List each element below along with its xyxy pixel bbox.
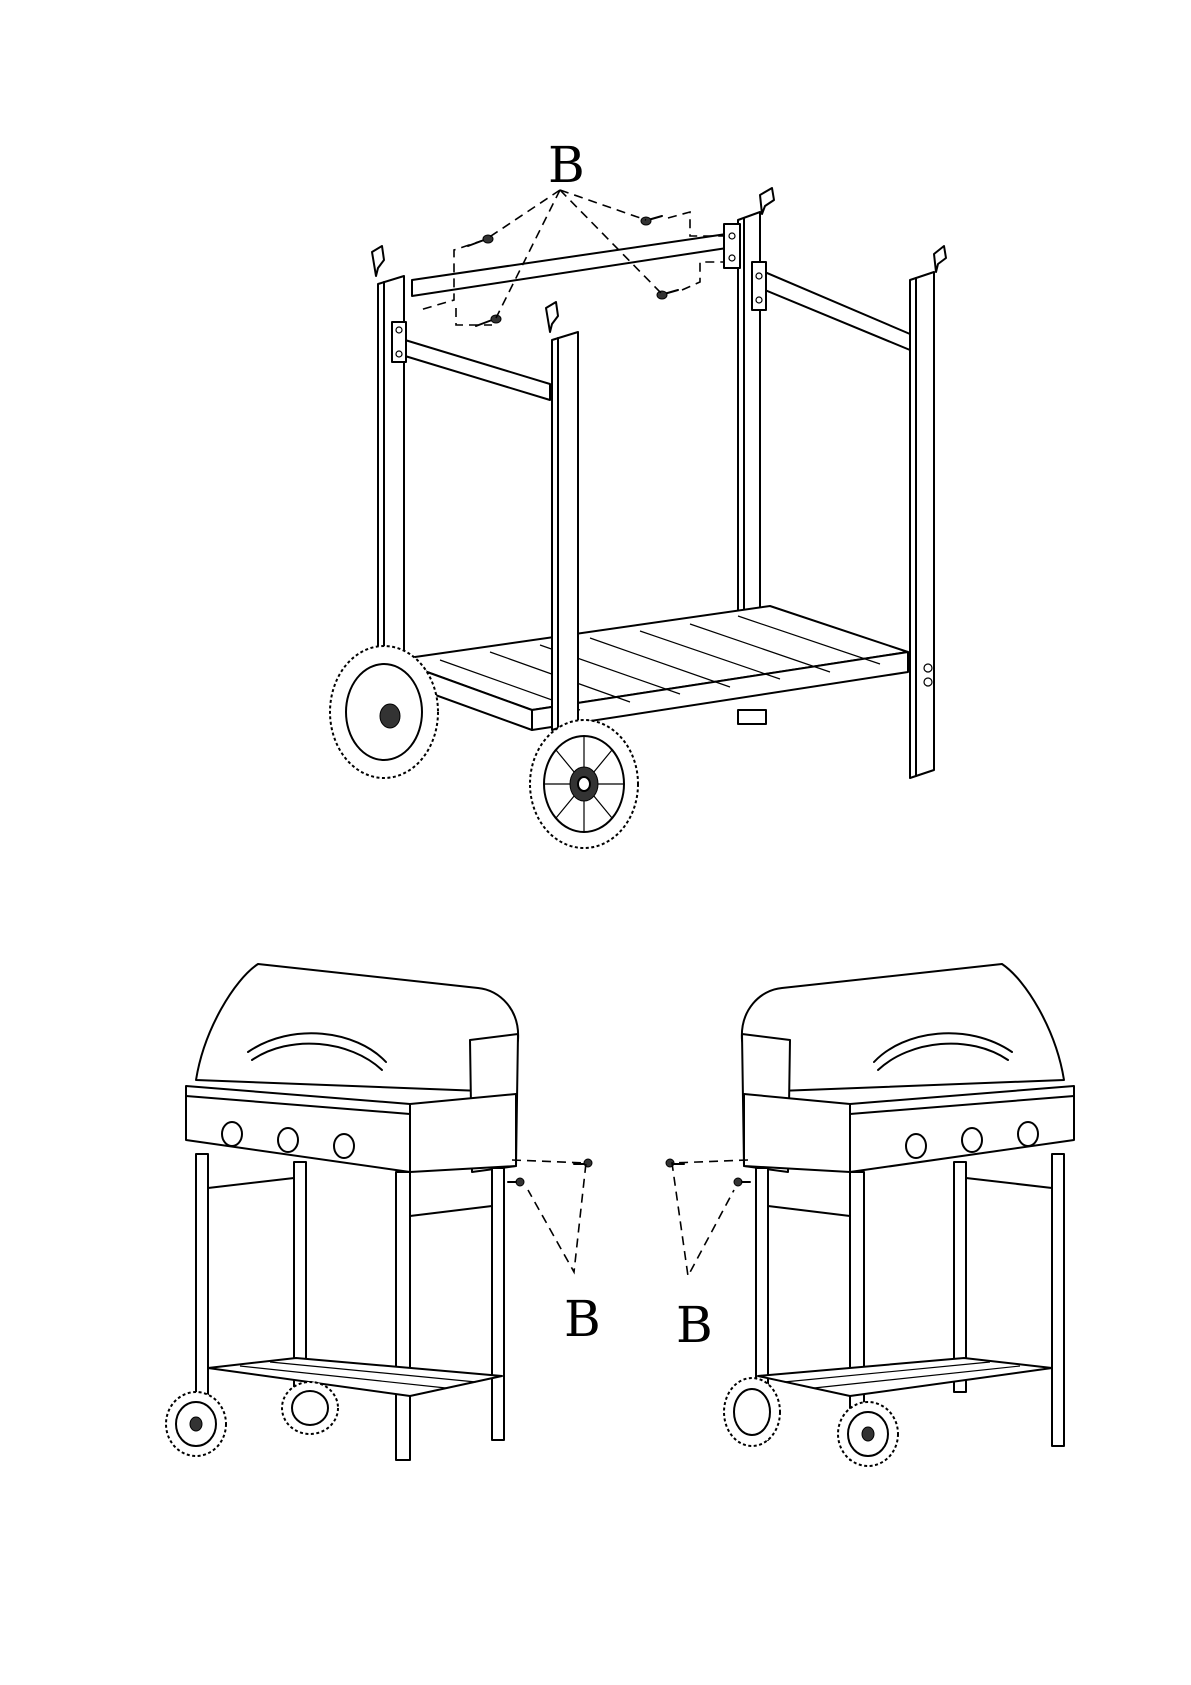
screw-b (508, 1178, 524, 1186)
callout-lines (672, 1160, 748, 1276)
front-wheel (530, 720, 638, 848)
bottom-shelf (394, 606, 908, 730)
control-knob (906, 1134, 926, 1158)
part-label-b: B (548, 136, 585, 194)
right-side-crossbar (760, 270, 910, 350)
bottom-shelf (208, 1358, 502, 1396)
rear-right-leg (910, 246, 946, 778)
control-knob (222, 1122, 242, 1146)
cart-leg (396, 1172, 410, 1460)
callout-lines (512, 1160, 586, 1272)
part-label-b: B (676, 1296, 713, 1354)
left-side-crossbar (405, 340, 550, 400)
cart-leg (1052, 1154, 1064, 1446)
control-knob (278, 1128, 298, 1152)
cart-leg (492, 1168, 504, 1440)
control-knob (962, 1128, 982, 1152)
part-label-b: B (564, 1290, 601, 1348)
grill-left-view-figure: B (166, 964, 601, 1460)
wheel (724, 1378, 780, 1446)
wheel (166, 1392, 226, 1456)
grill-right-view-figure: B (666, 964, 1074, 1466)
rear-wheel (330, 646, 438, 778)
screw-b (641, 216, 662, 225)
wheel (838, 1402, 898, 1466)
frame-assembly-figure: B (330, 136, 946, 848)
back-crossbar (412, 232, 740, 296)
rear-left-leg (738, 188, 774, 650)
control-knob (1018, 1122, 1038, 1146)
bottom-shelf (758, 1358, 1052, 1396)
screw-b (734, 1178, 750, 1186)
wheel (282, 1382, 338, 1434)
control-knob (334, 1134, 354, 1158)
